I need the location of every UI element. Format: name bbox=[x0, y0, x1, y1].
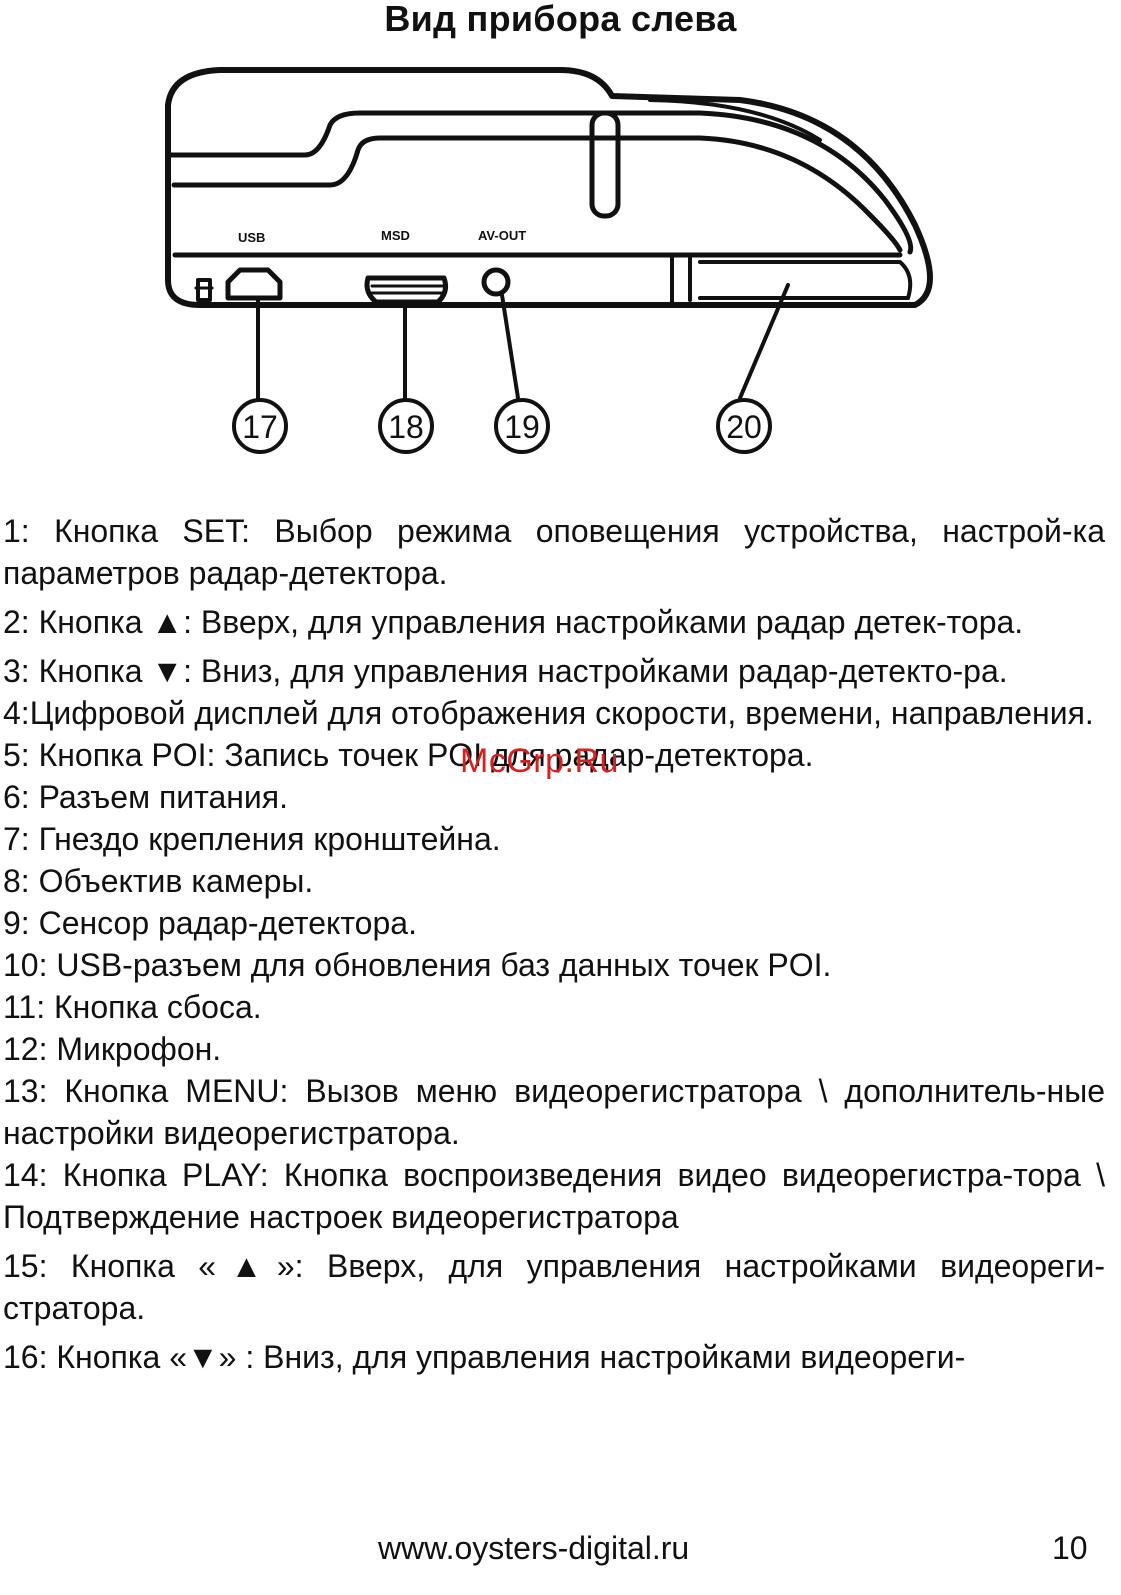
device-body-outline bbox=[165, 67, 933, 308]
top-slot bbox=[589, 110, 621, 219]
usb-label: USB bbox=[238, 230, 265, 245]
device-left-side-diagram: USB MSD AV-OUT 17 18 19 20 bbox=[165, 67, 933, 454]
list-item: 11: Кнопка сбоса. bbox=[3, 989, 262, 1025]
list-item: 7: Гнездо крепления кронштейна. bbox=[3, 821, 501, 857]
list-item: 12: Микрофон. bbox=[3, 1031, 222, 1067]
list-item: 8: Объектив камеры. bbox=[3, 863, 314, 899]
msd-slot bbox=[364, 275, 448, 305]
callout-18: 18 bbox=[388, 409, 424, 445]
list-item: 2: Кнопка ▲: Вверх, для управления настр… bbox=[3, 604, 1024, 640]
list-item: 14: Кнопка PLAY: Кнопка воспроизведения … bbox=[3, 1157, 1105, 1235]
callout-20: 20 bbox=[726, 409, 762, 445]
reset-button bbox=[196, 278, 212, 302]
list-item: 10: USB-разъем для обновления баз данных… bbox=[3, 947, 832, 983]
msd-label: MSD bbox=[381, 228, 410, 243]
list-item: 13: Кнопка MENU: Вызов меню видеорегистр… bbox=[3, 1073, 1105, 1151]
watermark: McGrp.Ru bbox=[460, 742, 619, 780]
usb-port bbox=[225, 267, 283, 301]
list-item: 9: Сенсор радар-детектора. bbox=[3, 905, 417, 941]
page-number: 10 bbox=[1052, 1530, 1088, 1566]
av-out-jack bbox=[481, 267, 511, 297]
callout-17: 17 bbox=[242, 409, 278, 445]
list-item: 1: Кнопка SET: Выбор режима оповещения у… bbox=[3, 513, 1105, 591]
footer-url: www.oysters-digital.ru bbox=[378, 1530, 690, 1566]
av-out-label: AV-OUT bbox=[478, 228, 526, 243]
list-item: 5: Кнопка POI: Запись точек POI для рада… bbox=[3, 737, 814, 773]
list-item: 16: Кнопка «▼» : Вниз, для управления на… bbox=[3, 1339, 966, 1375]
page-title: Вид прибора слева bbox=[384, 0, 737, 39]
callout-19: 19 bbox=[504, 409, 540, 445]
list-item: 4:Цифровой дисплей для отображения скоро… bbox=[3, 695, 1094, 731]
list-item: 3: Кнопка ▼: Вниз, для управления настро… bbox=[3, 653, 1008, 689]
list-item: 6: Разъем питания. bbox=[3, 779, 289, 815]
device-housing-line bbox=[167, 110, 914, 255]
item-list: 1: Кнопка SET: Выбор режима оповещения у… bbox=[3, 510, 1105, 1378]
list-item: 15: Кнопка «▲»: Вверх, для управления на… bbox=[3, 1248, 1105, 1326]
